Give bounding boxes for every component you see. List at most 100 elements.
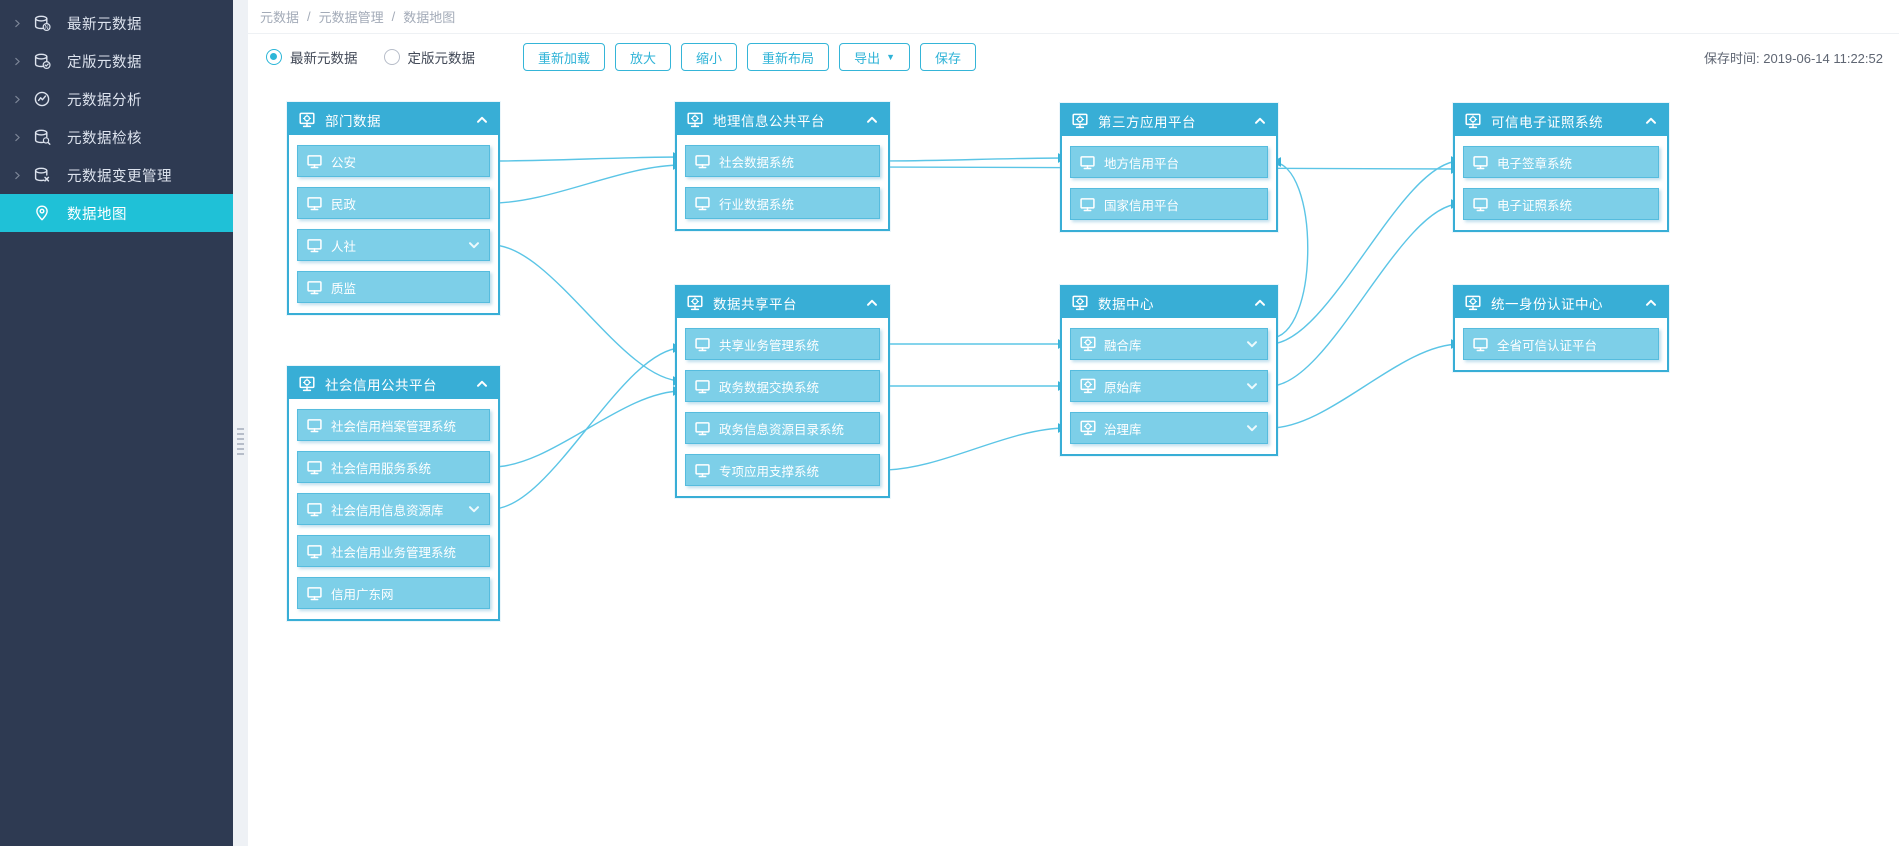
node-dc-2[interactable]: 治理库	[1070, 412, 1268, 444]
panel-resize-handle[interactable]	[237, 428, 244, 455]
node-auth-0[interactable]: 全省可信认证平台	[1463, 328, 1659, 360]
chevron-right-icon	[12, 132, 33, 143]
zoom-out-button[interactable]: 缩小	[681, 43, 738, 71]
edge-4	[491, 343, 683, 510]
sidebar-item-label: 元数据检核	[67, 130, 142, 147]
node-third-0[interactable]: 地方信用平台	[1070, 146, 1268, 178]
export-button[interactable]: 导出▼	[839, 43, 910, 71]
database-check-icon	[33, 128, 57, 146]
monitor-gear-icon	[1464, 294, 1486, 312]
breadcrumb-item-1[interactable]: 元数据管理	[318, 10, 384, 25]
chevron-up-icon[interactable]	[1253, 114, 1267, 128]
node-credit-0[interactable]: 社会信用档案管理系统	[297, 409, 490, 441]
reload-button[interactable]: 重新加载	[523, 43, 606, 71]
node-label: 社会信用信息资源库	[331, 503, 444, 518]
group-header-third[interactable]: 第三方应用平台	[1062, 105, 1276, 136]
node-geo-1[interactable]: 行业数据系统	[685, 187, 880, 219]
node-dc-1[interactable]: 原始库	[1070, 370, 1268, 402]
sidebar-item-3[interactable]: 元数据检核	[0, 118, 233, 156]
radio-selected-icon	[266, 49, 282, 65]
group-title: 部门数据	[325, 113, 381, 129]
sidebar-item-label: 最新元数据	[67, 16, 142, 33]
monitor-icon	[1472, 196, 1492, 213]
node-label: 民政	[331, 197, 357, 212]
zoom-in-button[interactable]: 放大	[615, 43, 672, 71]
breadcrumb-separator: /	[307, 9, 311, 24]
node-credit-3[interactable]: 社会信用业务管理系统	[297, 535, 490, 567]
node-share-2[interactable]: 政务信息资源目录系统	[685, 412, 880, 444]
group-dc: 数据中心融合库原始库治理库	[1060, 285, 1278, 456]
node-credit-2[interactable]: 社会信用信息资源库	[297, 493, 490, 525]
sidebar-item-2[interactable]: 元数据分析	[0, 80, 233, 118]
node-share-0[interactable]: 共享业务管理系统	[685, 328, 880, 360]
radio-label: 最新元数据	[290, 51, 358, 66]
sidebar-item-1[interactable]: 定版元数据	[0, 42, 233, 80]
group-header-credit[interactable]: 社会信用公共平台	[289, 368, 498, 399]
button-label: 保存	[935, 50, 962, 66]
group-title: 数据中心	[1098, 296, 1154, 312]
monitor-gear-icon	[686, 111, 708, 129]
chevron-up-icon[interactable]	[1644, 296, 1658, 310]
edge-1	[491, 160, 683, 204]
chevron-right-icon	[12, 170, 33, 181]
chevron-up-icon[interactable]	[475, 377, 489, 391]
monitor-gear-icon	[1464, 112, 1486, 130]
monitor-gear-icon	[298, 111, 320, 129]
group-title: 可信电子证照系统	[1491, 114, 1603, 130]
node-cert-1[interactable]: 电子证照系统	[1463, 188, 1659, 220]
node-credit-1[interactable]: 社会信用服务系统	[297, 451, 490, 483]
group-header-cert[interactable]: 可信电子证照系统	[1455, 105, 1667, 136]
node-credit-4[interactable]: 信用广东网	[297, 577, 490, 609]
monitor-icon	[694, 378, 714, 395]
map-pin-icon	[33, 204, 57, 222]
save-button[interactable]: 保存	[920, 43, 977, 71]
node-dept-1[interactable]: 民政	[297, 187, 490, 219]
toolbar-button-group: 重新加载放大缩小重新布局导出▼ 保存	[523, 43, 986, 71]
node-share-1[interactable]: 政务数据交换系统	[685, 370, 880, 402]
sidebar-item-label: 元数据分析	[67, 92, 142, 109]
group-header-dc[interactable]: 数据中心	[1062, 287, 1276, 318]
chevron-up-icon[interactable]	[865, 113, 879, 127]
radio-1[interactable]: 定版元数据	[383, 47, 476, 67]
breadcrumb-item-2[interactable]: 数据地图	[403, 10, 456, 25]
data-map-canvas[interactable]: 部门数据公安民政人社质监社会信用公共平台社会信用档案管理系统社会信用服务系统社会…	[248, 79, 1899, 846]
database-version-icon	[33, 52, 57, 70]
sidebar-item-4[interactable]: 元数据变更管理	[0, 156, 233, 194]
monitor-icon	[306, 501, 326, 518]
node-share-3[interactable]: 专项应用支撑系统	[685, 454, 880, 486]
node-dc-0[interactable]: 融合库	[1070, 328, 1268, 360]
monitor-icon	[306, 543, 326, 560]
chevron-up-icon[interactable]	[1253, 296, 1267, 310]
node-dept-0[interactable]: 公安	[297, 145, 490, 177]
chevron-down-icon[interactable]	[467, 238, 481, 252]
relayout-button[interactable]: 重新布局	[747, 43, 830, 71]
chevron-up-icon[interactable]	[1644, 114, 1658, 128]
chevron-up-icon[interactable]	[475, 113, 489, 127]
monitor-icon	[306, 459, 326, 476]
chevron-down-icon[interactable]	[1245, 337, 1259, 351]
group-dept: 部门数据公安民政人社质监	[287, 102, 500, 315]
chevron-down-icon[interactable]	[467, 502, 481, 516]
chevron-up-icon[interactable]	[865, 296, 879, 310]
chevron-down-icon[interactable]	[1245, 379, 1259, 393]
node-dept-2[interactable]: 人社	[297, 229, 490, 261]
edge-11	[1269, 199, 1461, 387]
monitor-gear-icon	[1071, 294, 1093, 312]
breadcrumb-item-0[interactable]: 元数据	[260, 10, 300, 25]
group-header-geo[interactable]: 地理信息公共平台	[677, 104, 888, 135]
group-header-share[interactable]: 数据共享平台	[677, 287, 888, 318]
radio-label: 定版元数据	[407, 51, 476, 66]
group-header-dept[interactable]: 部门数据	[289, 104, 498, 135]
node-cert-0[interactable]: 电子签章系统	[1463, 146, 1659, 178]
node-geo-0[interactable]: 社会数据系统	[685, 145, 880, 177]
group-body: 公安民政人社质监	[289, 135, 498, 313]
radio-0[interactable]: 最新元数据	[266, 47, 358, 67]
node-third-1[interactable]: 国家信用平台	[1070, 188, 1268, 220]
node-dept-3[interactable]: 质监	[297, 271, 490, 303]
node-label: 专项应用支撑系统	[719, 464, 820, 479]
sidebar-item-5[interactable]: 数据地图	[0, 194, 233, 232]
chevron-down-icon[interactable]	[1245, 421, 1259, 435]
group-header-auth[interactable]: 统一身份认证中心	[1455, 287, 1667, 318]
node-label: 质监	[331, 281, 357, 296]
